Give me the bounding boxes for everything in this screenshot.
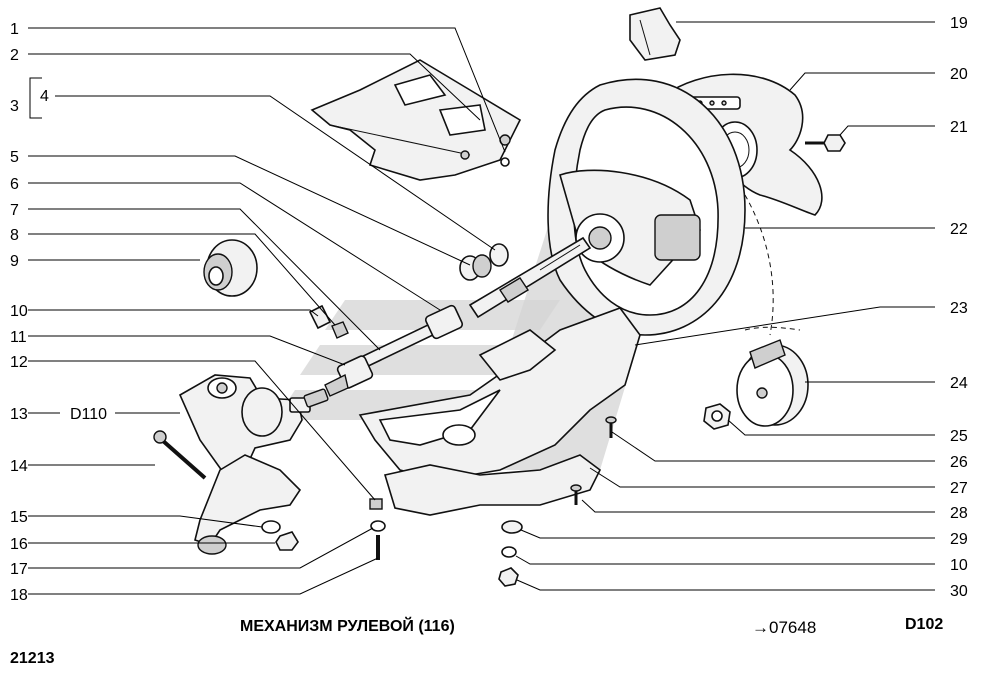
callout-12: 12 bbox=[10, 354, 28, 371]
callout-28: 28 bbox=[950, 505, 968, 522]
callout-18: 18 bbox=[10, 587, 28, 604]
leader-lines-right bbox=[515, 21, 935, 591]
callout-26: 26 bbox=[950, 454, 968, 471]
upper-steering-shaft bbox=[468, 236, 592, 319]
steering-gearbox bbox=[178, 374, 329, 476]
cover-bolt bbox=[805, 134, 846, 152]
reference-number: →07648 bbox=[752, 618, 817, 637]
leader-lines-left bbox=[28, 27, 506, 595]
callout-9: 9 bbox=[10, 253, 19, 270]
callout-10-left: 10 bbox=[10, 303, 28, 320]
callouts-right: 19 20 21 22 23 24 25 26 27 28 29 10 30 bbox=[950, 15, 968, 600]
callout-17: 17 bbox=[10, 561, 28, 578]
callout-21: 21 bbox=[950, 119, 968, 136]
callout-16: 16 bbox=[10, 536, 28, 553]
steering-wheel bbox=[547, 78, 746, 336]
steering-nut bbox=[703, 403, 731, 430]
callout-7: 7 bbox=[10, 202, 19, 219]
horn-clip bbox=[629, 7, 681, 61]
callout-2: 2 bbox=[10, 47, 19, 64]
callout-8: 8 bbox=[10, 227, 19, 244]
column-bolts bbox=[369, 498, 386, 560]
callout-d110: D110 bbox=[70, 406, 107, 423]
upper-shroud-bracket bbox=[310, 59, 522, 181]
callout-1: 1 bbox=[10, 21, 19, 38]
callout-30: 30 bbox=[950, 583, 968, 600]
washer-nut-pair bbox=[261, 520, 299, 551]
diagram-code: D102 bbox=[905, 616, 944, 633]
clamp-bolt bbox=[308, 304, 349, 339]
column-mounting-bracket bbox=[358, 307, 641, 481]
callout-14: 14 bbox=[10, 458, 28, 475]
callout-24: 24 bbox=[950, 375, 968, 392]
callout-13: 13 bbox=[10, 406, 28, 423]
small-hardware bbox=[498, 520, 523, 587]
shroud-screws bbox=[570, 416, 617, 505]
horn-unit bbox=[736, 339, 809, 427]
callout-22: 22 bbox=[950, 221, 968, 238]
callout-3: 3 bbox=[10, 98, 19, 115]
diagram-title: МЕХАНИЗМ РУЛЕВОЙ (116) bbox=[240, 618, 455, 635]
gearbox-bolt bbox=[153, 430, 207, 480]
callouts-left: 1 2 3 4 5 6 7 8 9 10 11 12 13 D110 14 15… bbox=[10, 21, 107, 604]
pitman-arm bbox=[194, 454, 302, 555]
intermediate-shaft bbox=[324, 304, 464, 397]
callout-10-right: 10 bbox=[950, 557, 968, 574]
callout-6: 6 bbox=[10, 176, 19, 193]
callout-29: 29 bbox=[950, 531, 968, 548]
callout-11: 11 bbox=[10, 329, 27, 346]
callout-25: 25 bbox=[950, 428, 968, 445]
callout-4: 4 bbox=[40, 88, 49, 105]
callout-15: 15 bbox=[10, 509, 28, 526]
rubber-bushing bbox=[203, 239, 258, 297]
callout-19: 19 bbox=[950, 15, 968, 32]
lower-shroud bbox=[383, 454, 602, 516]
callout-5: 5 bbox=[10, 149, 19, 166]
model-number: 21213 bbox=[10, 650, 55, 667]
callout-23: 23 bbox=[950, 300, 968, 317]
callout-27: 27 bbox=[950, 480, 968, 497]
callout-20: 20 bbox=[950, 66, 968, 83]
shaft-bearings bbox=[459, 243, 509, 281]
